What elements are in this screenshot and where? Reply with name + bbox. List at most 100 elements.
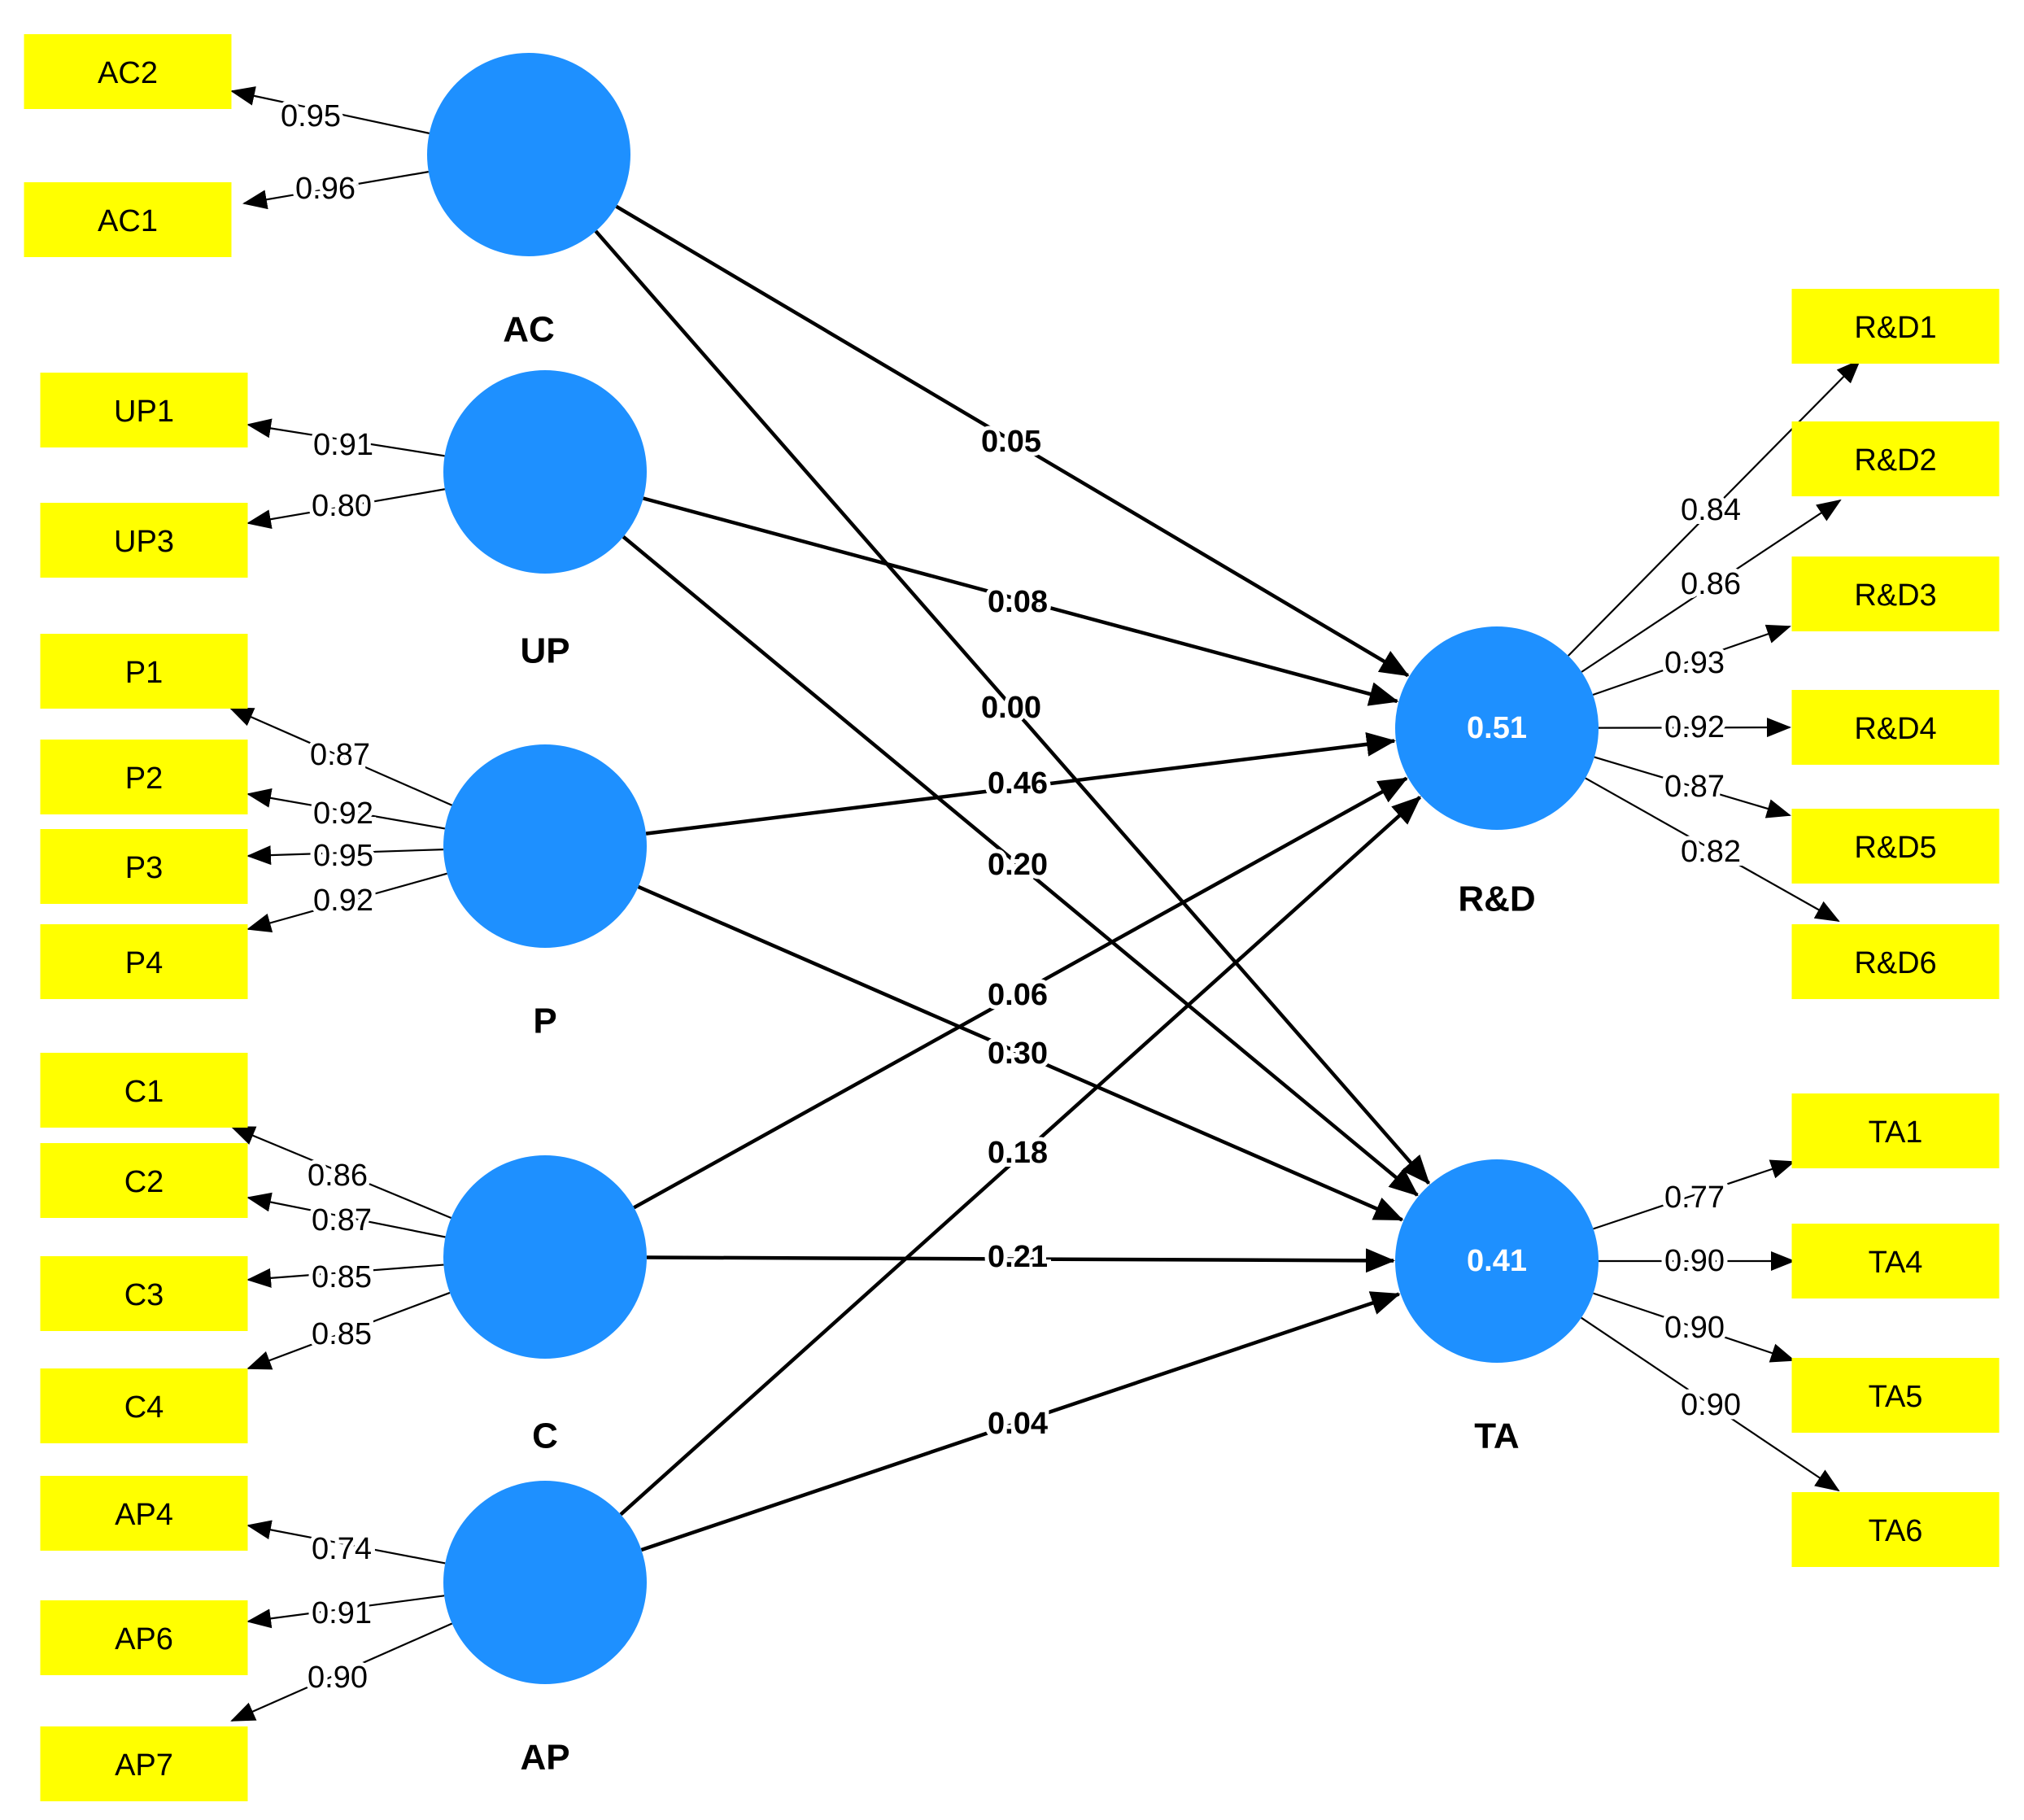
- indicator-label: TA5: [1869, 1380, 1923, 1414]
- loading-arrow-rd-rd2: [1581, 499, 1842, 673]
- indicator-label: AP7: [115, 1748, 173, 1783]
- construct-circle: [443, 744, 647, 948]
- indicator-p3[interactable]: P3: [40, 829, 248, 904]
- construct-label: P: [533, 1002, 556, 1041]
- loading-arrow-ac-ac1: [242, 171, 429, 210]
- indicator-rd3[interactable]: R&D3: [1791, 556, 2000, 631]
- indicator-box: [1791, 1358, 2000, 1433]
- indicator-box: [1791, 924, 2000, 999]
- indicator-ap7[interactable]: AP7: [40, 1726, 248, 1801]
- indicator-rd4[interactable]: R&D4: [1791, 690, 2000, 765]
- loading-value-ta6: 0.90: [1681, 1388, 1741, 1422]
- path-coefficient-p-to-rd: 0.46: [988, 766, 1048, 801]
- path-coefficient-ap-to-ta: 0.04: [988, 1407, 1048, 1441]
- path-arrow-p-to-rd: [645, 731, 1396, 836]
- indicator-box: [40, 503, 248, 578]
- path-coefficient-ac-to-rd: 0.05: [981, 425, 1041, 459]
- loading-value-c2: 0.87: [312, 1203, 372, 1237]
- construct-label: R&D: [1458, 879, 1535, 919]
- loading-arrow-ta-ta6: [1581, 1316, 1840, 1492]
- loading-arrow-p-p1: [229, 706, 452, 806]
- construct-label: AP: [520, 1738, 569, 1778]
- indicator-box: [1791, 809, 2000, 884]
- indicator-label: UP3: [114, 525, 174, 559]
- indicator-c4[interactable]: C4: [40, 1368, 248, 1443]
- indicator-rd6[interactable]: R&D6: [1791, 924, 2000, 999]
- indicator-rd5[interactable]: R&D5: [1791, 809, 2000, 884]
- loading-value-rd3: 0.93: [1664, 646, 1725, 680]
- indicator-ac1[interactable]: AC1: [24, 182, 232, 257]
- loading-arrow-p-p3: [246, 845, 444, 866]
- loading-value-c1: 0.86: [308, 1159, 368, 1193]
- loading-arrow-c-c2: [246, 1192, 446, 1238]
- construct-rd[interactable]: 0.51R&D: [1395, 626, 1599, 919]
- loading-value-up3: 0.80: [312, 489, 372, 523]
- indicator-box: [40, 1726, 248, 1801]
- indicator-p4[interactable]: P4: [40, 924, 248, 999]
- loading-value-rd1: 0.84: [1681, 493, 1741, 527]
- indicator-label: C3: [124, 1278, 164, 1312]
- indicator-rd2[interactable]: R&D2: [1791, 421, 2000, 496]
- path-coefficient-c-to-rd: 0.06: [988, 978, 1048, 1012]
- indicator-box: [1791, 1492, 2000, 1567]
- indicator-box: [40, 740, 248, 814]
- construct-c[interactable]: C: [443, 1155, 647, 1456]
- indicator-up3[interactable]: UP3: [40, 503, 248, 578]
- path-coefficient-ap-to-rd: 0.18: [988, 1136, 1048, 1170]
- indicator-label: TA1: [1869, 1115, 1923, 1150]
- loading-value-rd4: 0.92: [1664, 710, 1725, 744]
- loading-arrow-up-up3: [246, 488, 446, 530]
- indicator-up1[interactable]: UP1: [40, 373, 248, 447]
- indicator-ac2[interactable]: AC2: [24, 34, 232, 109]
- path-arrow-p-to-ta: [637, 884, 1404, 1222]
- loading-value-p4: 0.92: [313, 884, 373, 918]
- path-coefficient-ac-to-ta: 0.00: [981, 691, 1041, 725]
- indicator-box: [40, 373, 248, 447]
- construct-circle: [443, 1481, 647, 1684]
- loading-arrow-c-c1: [230, 1125, 451, 1220]
- indicator-p2[interactable]: P2: [40, 740, 248, 814]
- loading-arrow-ap-ap4: [246, 1520, 446, 1565]
- loading-value-p1: 0.87: [310, 738, 370, 772]
- indicator-c2[interactable]: C2: [40, 1143, 248, 1218]
- indicator-p1[interactable]: P1: [40, 634, 248, 709]
- indicator-label: R&D2: [1854, 443, 1936, 478]
- coefficient-label-layer: 0.950.960.910.800.870.920.950.920.860.87…: [277, 95, 1745, 1699]
- loading-value-ac2: 0.95: [281, 99, 341, 133]
- path-arrow-ap-to-rd: [619, 796, 1421, 1517]
- construct-ap[interactable]: AP: [443, 1481, 647, 1778]
- indicator-box: [1791, 556, 2000, 631]
- loading-arrow-ac-ac2: [230, 86, 430, 134]
- construct-circle: [1395, 626, 1599, 830]
- loading-value-ac1: 0.96: [295, 172, 356, 206]
- loading-arrow-ta-ta1: [1593, 1159, 1795, 1230]
- indicator-ta6[interactable]: TA6: [1791, 1492, 2000, 1567]
- indicator-c1[interactable]: C1: [40, 1053, 248, 1128]
- indicator-label: AC2: [98, 56, 158, 90]
- indicator-c3[interactable]: C3: [40, 1256, 248, 1331]
- loading-value-ta4: 0.90: [1664, 1244, 1725, 1278]
- path-arrow-ac-to-ta: [594, 229, 1431, 1185]
- loading-value-ta1: 0.77: [1664, 1181, 1725, 1215]
- indicator-ap6[interactable]: AP6: [40, 1600, 248, 1675]
- path-arrow-c-to-rd: [633, 776, 1408, 1210]
- indicator-box: [40, 634, 248, 709]
- indicator-ta4[interactable]: TA4: [1791, 1224, 2000, 1298]
- connector-layer: [229, 86, 1861, 1722]
- loading-value-rd5: 0.87: [1664, 770, 1725, 804]
- r-squared-value: 0.41: [1467, 1244, 1527, 1278]
- loading-arrow-rd-rd6: [1585, 777, 1840, 922]
- indicator-label: P2: [125, 762, 163, 796]
- indicator-box: [40, 1053, 248, 1128]
- construct-p[interactable]: P: [443, 744, 647, 1041]
- indicator-rd1[interactable]: R&D1: [1791, 289, 2000, 364]
- indicator-ta1[interactable]: TA1: [1791, 1093, 2000, 1168]
- construct-ac[interactable]: AC: [427, 53, 630, 350]
- indicator-ap4[interactable]: AP4: [40, 1476, 248, 1551]
- indicator-box: [40, 924, 248, 999]
- loading-arrow-p-p4: [246, 872, 447, 933]
- indicator-ta5[interactable]: TA5: [1791, 1358, 2000, 1433]
- indicator-label: R&D1: [1854, 311, 1936, 345]
- construct-up[interactable]: UP: [443, 370, 647, 671]
